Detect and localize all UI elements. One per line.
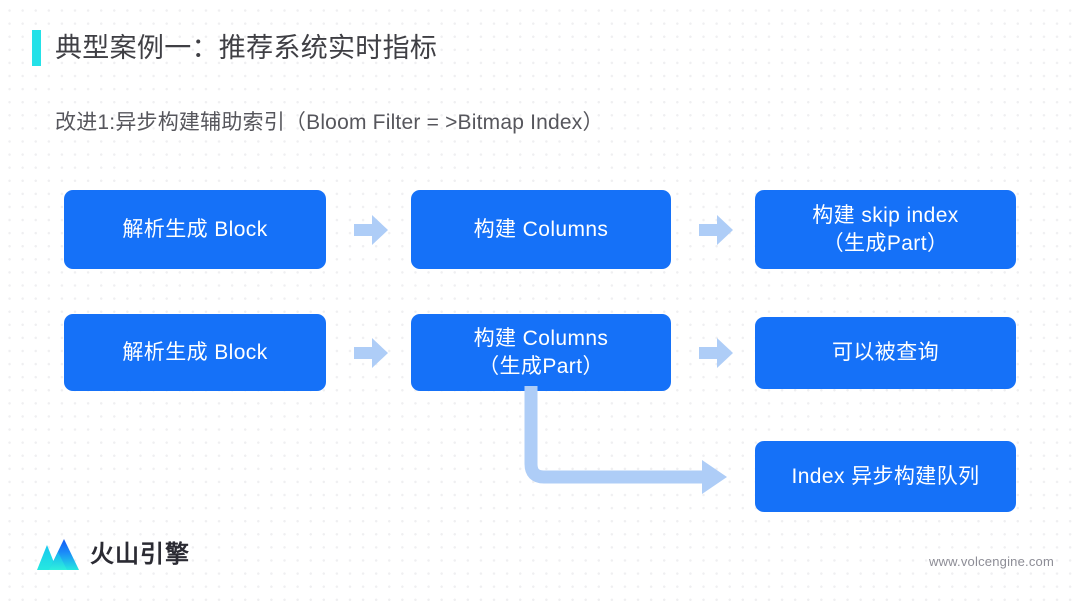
flow-arrow-right-icon: [352, 212, 390, 248]
flow-node-label-multiline: 构建 skip index （生成Part）: [812, 202, 958, 258]
site-url: www.volcengine.com: [929, 554, 1054, 569]
title-accent-bar: [32, 30, 41, 66]
brand-logo: 火山引擎: [36, 538, 190, 572]
flow-node-label: 解析生成 Block: [122, 340, 268, 364]
flow-node-index-async-build-queue[interactable]: Index 异步构建队列: [755, 441, 1016, 512]
flow-node-label-line1: 构建 Columns: [473, 326, 609, 350]
flow-node-label-line2: （生成Part）: [478, 354, 604, 378]
flow-arrow-right-icon: [697, 335, 735, 371]
page-title: 典型案例一：推荐系统实时指标: [55, 33, 438, 63]
flow-node-label: 可以被查询: [832, 341, 939, 364]
flow-node-build-columns-row1[interactable]: 构建 Columns: [411, 190, 671, 269]
flow-elbow-connector-arrow-icon: [524, 386, 736, 496]
flow-node-label: 构建 Columns: [473, 217, 609, 241]
brand-name: 火山引擎: [90, 541, 190, 568]
flow-node-queryable[interactable]: 可以被查询: [755, 317, 1016, 389]
flow-node-build-skip-index[interactable]: 构建 skip index （生成Part）: [755, 190, 1016, 269]
flow-node-parse-block-row1[interactable]: 解析生成 Block: [64, 190, 326, 269]
flow-node-label: Index 异步构建队列: [791, 464, 980, 488]
flow-node-label: 解析生成 Block: [122, 217, 268, 241]
flow-node-label-line2: （生成Part）: [822, 231, 949, 255]
flow-arrow-right-icon: [697, 212, 735, 248]
flow-node-build-columns-generate-part[interactable]: 构建 Columns （生成Part）: [411, 314, 671, 391]
flow-arrow-right-icon: [352, 335, 390, 371]
page-subtitle: 改进1:异步构建辅助索引（Bloom Filter = >Bitmap Inde…: [55, 111, 604, 134]
flow-node-label-line1: 构建 skip index: [812, 203, 959, 227]
volcano-mountain-icon: [36, 538, 80, 572]
flow-node-parse-block-row2[interactable]: 解析生成 Block: [64, 314, 326, 391]
flow-node-label-multiline: 构建 Columns （生成Part）: [474, 325, 609, 381]
